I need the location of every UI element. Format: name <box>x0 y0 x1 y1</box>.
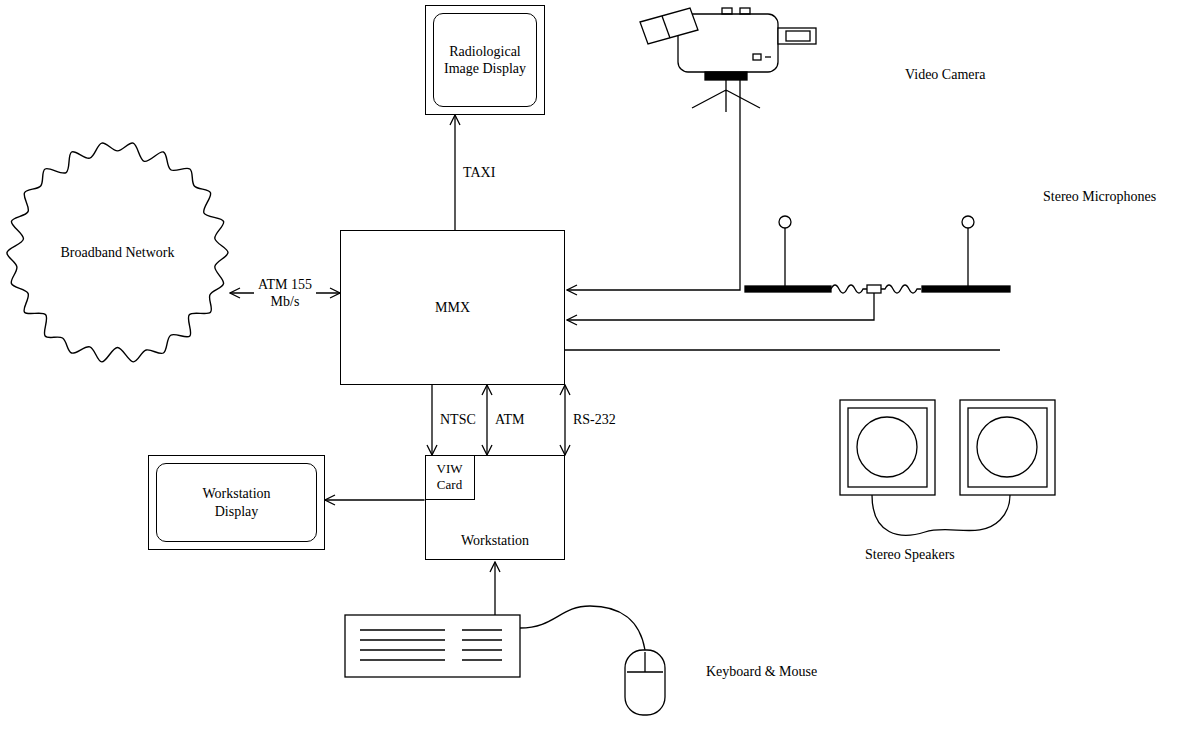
node-text-wrap: Broadband Network <box>5 140 230 365</box>
device-label: Video Camera <box>905 66 985 84</box>
signal-label: RS-232 <box>571 411 618 429</box>
node-label: MMX <box>435 299 470 317</box>
network-cloud: Broadband Network <box>5 140 230 365</box>
node-label: VIW Card <box>430 461 470 494</box>
display-monitor: Workstation Display <box>148 455 325 550</box>
hardware-box: VIW CardWorkstation <box>425 455 565 560</box>
connector <box>431 385 432 455</box>
signal-label: TAXI <box>461 164 497 182</box>
connector <box>486 385 487 455</box>
stereo-speakers <box>840 400 1055 535</box>
node-label: Broadband Network <box>61 244 175 262</box>
node-text-wrap: Workstation Display <box>149 456 324 549</box>
hardware-box: VIW Card <box>425 455 475 500</box>
screen-outline <box>156 463 317 542</box>
signal-label: ATM 155 Mb/s <box>254 276 316 311</box>
video-camera <box>640 8 816 112</box>
node-label: Workstation <box>461 532 529 550</box>
node-text-wrap: MMX <box>341 231 564 384</box>
node-text-wrap: Radiological Image Display <box>426 6 544 114</box>
connector <box>564 385 565 455</box>
video-signal-line <box>567 72 740 290</box>
input-line <box>494 562 495 615</box>
node-label: Workstation Display <box>182 485 292 520</box>
device-label: Keyboard & Mouse <box>706 663 817 681</box>
connector <box>325 499 425 500</box>
audio-out-line <box>565 349 1000 350</box>
screen-outline <box>433 13 537 107</box>
keyboard-mouse <box>345 606 665 715</box>
stereo-microphones <box>745 216 1010 293</box>
device-label: Stereo Speakers <box>865 546 955 564</box>
node-label: Radiological Image Display <box>440 43 530 78</box>
hardware-box: MMX <box>340 230 565 385</box>
signal-label: ATM <box>493 411 527 429</box>
display-monitor: Radiological Image Display <box>425 5 545 115</box>
node-text-wrap: VIW Card <box>426 456 474 499</box>
signal-label: NTSC <box>438 411 478 429</box>
audio-in-line <box>567 293 874 320</box>
node-text-wrap: Workstation <box>426 456 564 559</box>
device-label: Stereo Microphones <box>1043 188 1156 206</box>
connector <box>454 115 455 230</box>
